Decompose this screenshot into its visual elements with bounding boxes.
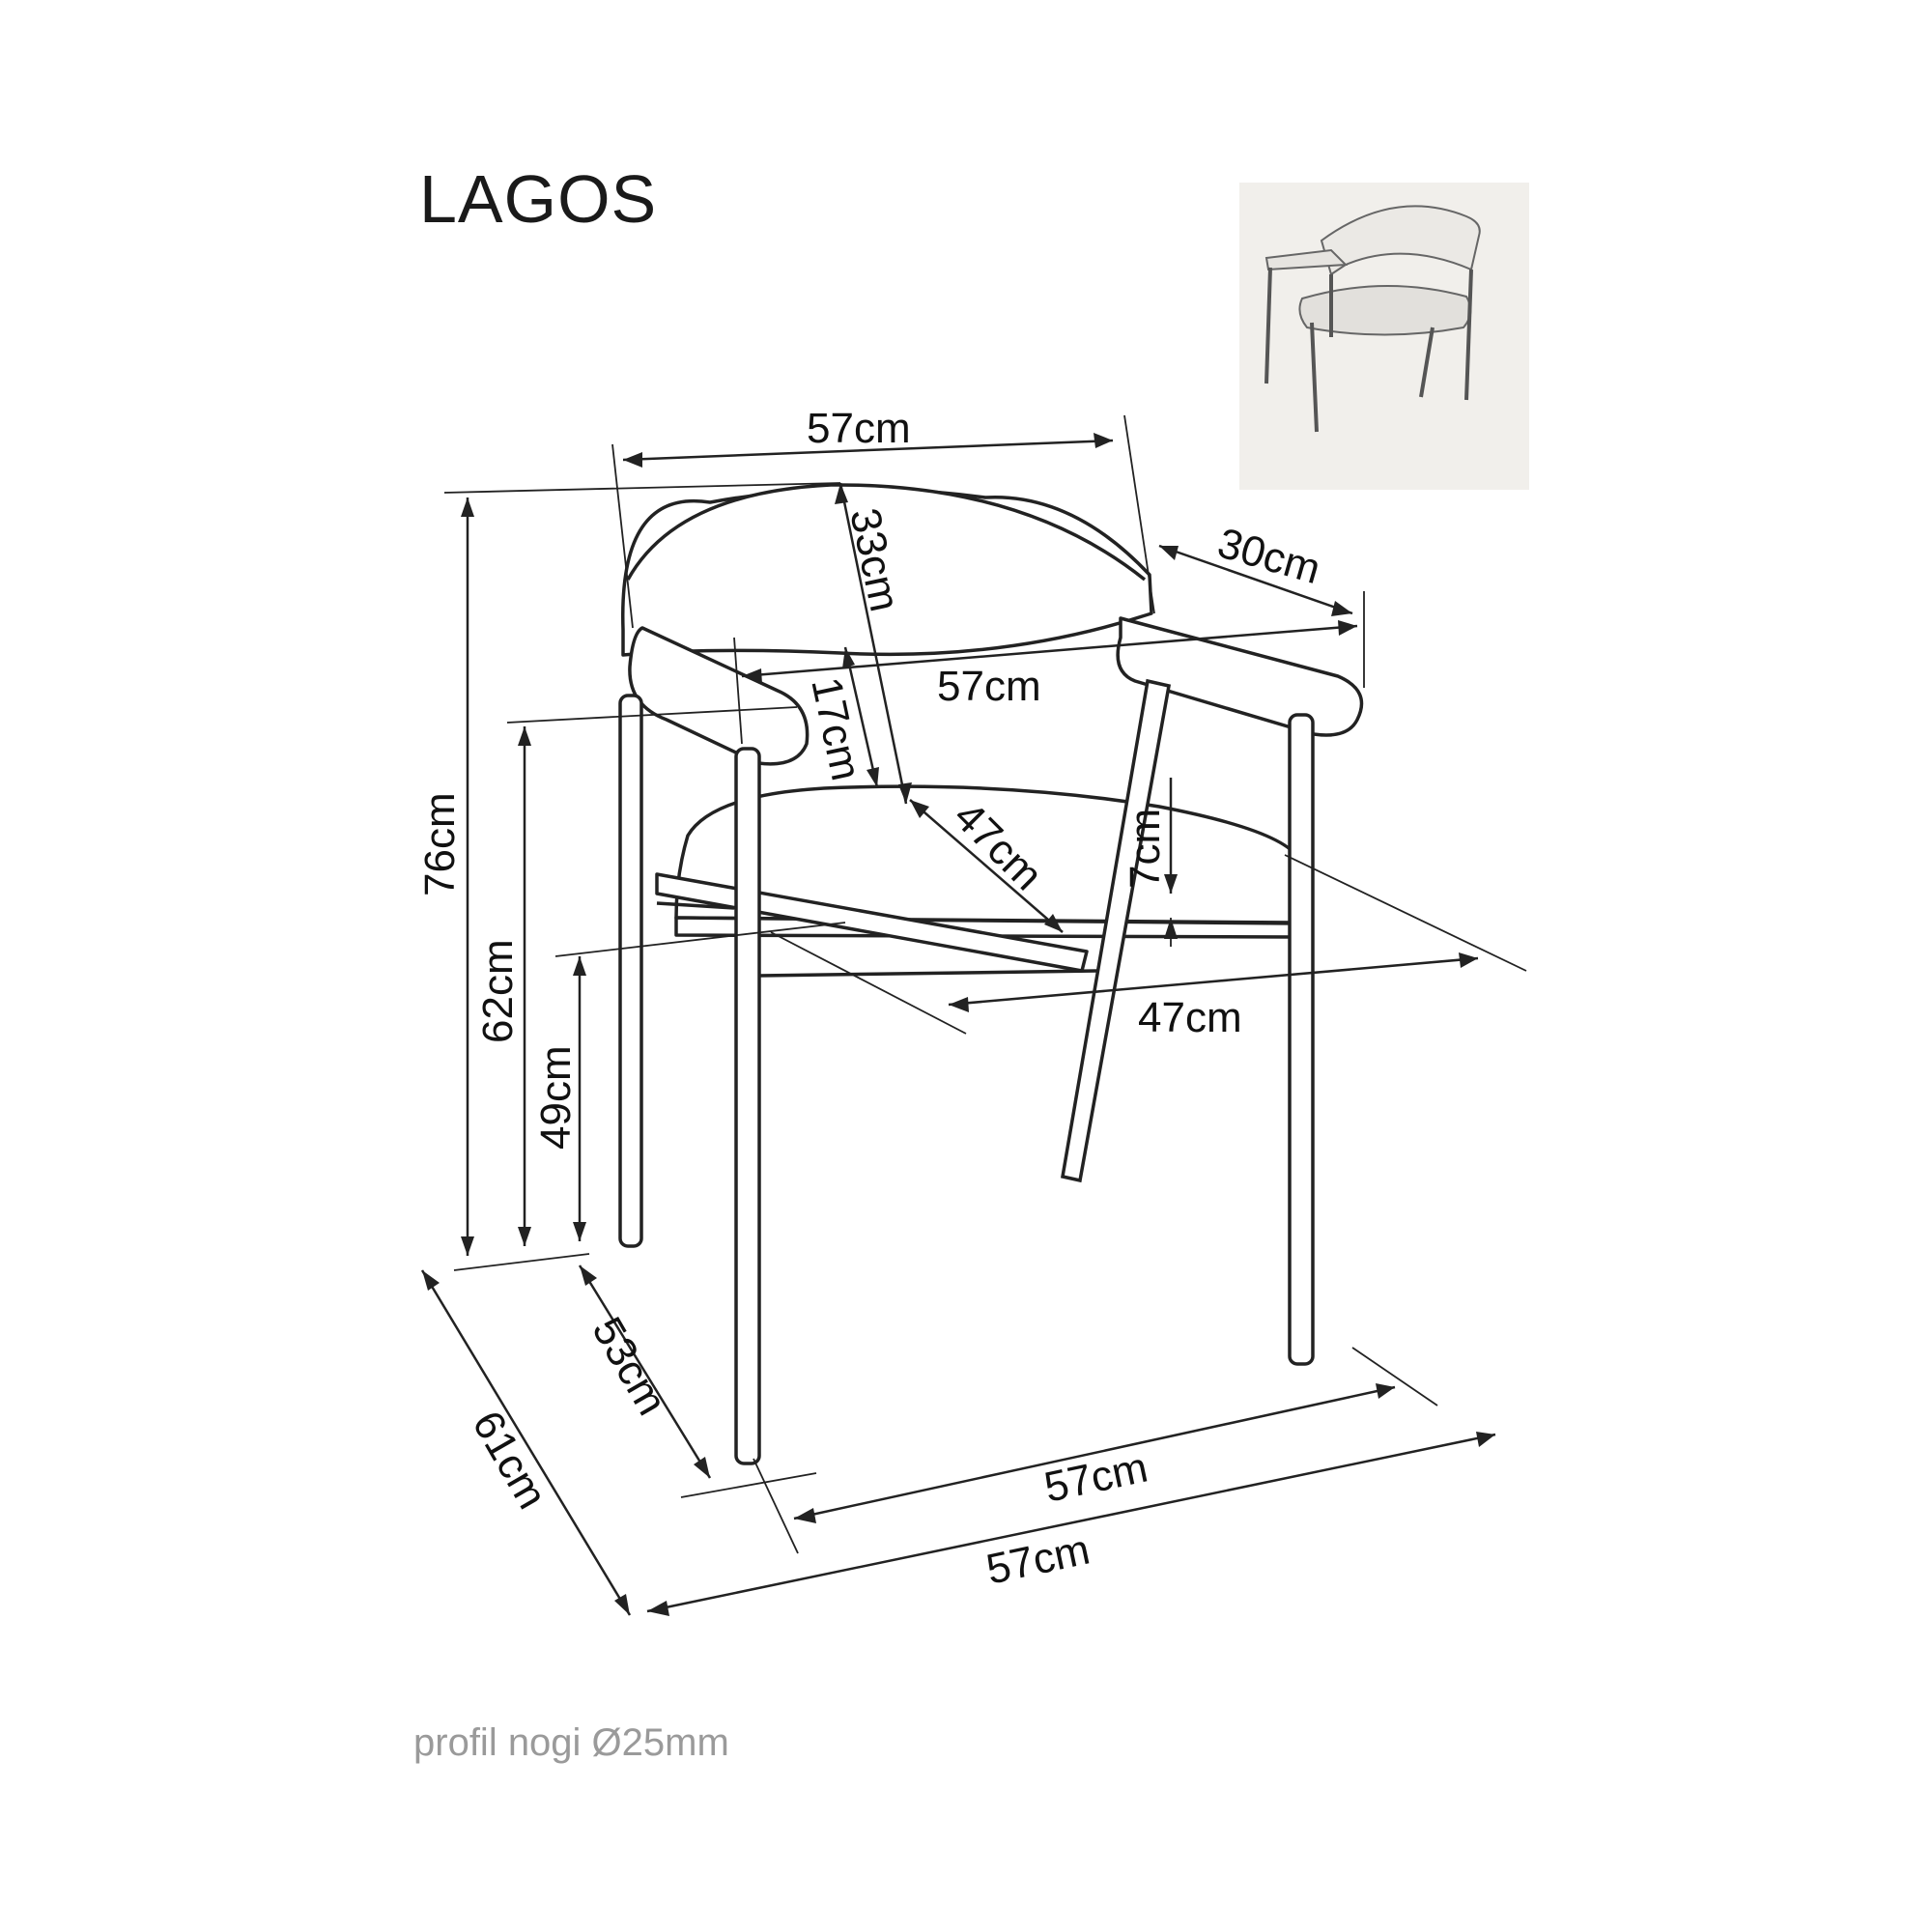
chair-drawing (618, 483, 1364, 1465)
dimension-lines (420, 414, 1527, 1616)
label-total-height: 76cm (416, 792, 464, 896)
leg-front-left (734, 747, 761, 1465)
thumbnail-photo (1239, 183, 1529, 490)
label-arm-to-seat: 17cm (802, 673, 869, 784)
label-seat-thickness: 7cm (1122, 809, 1169, 889)
thumb-leg-3 (1464, 269, 1473, 401)
label-legs-width: 57cm (1040, 1443, 1151, 1511)
label-legs-depth: 53cm (582, 1310, 675, 1424)
seat-rail-side (656, 901, 735, 910)
leg-front-right (1288, 713, 1315, 1366)
label-total-width: 57cm (982, 1525, 1094, 1593)
thumb-leg-2 (1310, 322, 1319, 433)
label-armrest-height: 62cm (474, 939, 522, 1043)
chair-thumbnail-icon (1264, 205, 1481, 433)
product-title: LAGOS (419, 161, 658, 237)
label-backrest-width: 57cm (807, 405, 911, 452)
label-total-depth: 61cm (463, 1404, 555, 1518)
dimension-labels: 57cm 33cm 30cm 57cm 17cm 47cm 7cm 47cm 7… (416, 405, 1325, 1594)
thumb-leg-1 (1264, 267, 1272, 384)
leg-profile-note: profil nogi Ø25mm (413, 1721, 729, 1764)
label-armrest-depth: 30cm (1212, 520, 1325, 594)
thumb-leg-4 (1419, 327, 1435, 398)
label-inner-width: 57cm (937, 663, 1041, 710)
label-seat-height: 49cm (532, 1045, 580, 1150)
right-armrest (1116, 616, 1364, 737)
leg-back-left (618, 694, 643, 1248)
thumb-backrest (1320, 205, 1481, 276)
seat-rail-front (758, 969, 1097, 978)
thumb-seat (1298, 285, 1472, 336)
thumb-armrest (1264, 248, 1349, 271)
label-seat-width: 47cm (1138, 994, 1242, 1041)
leg-back-right (1060, 678, 1172, 1183)
